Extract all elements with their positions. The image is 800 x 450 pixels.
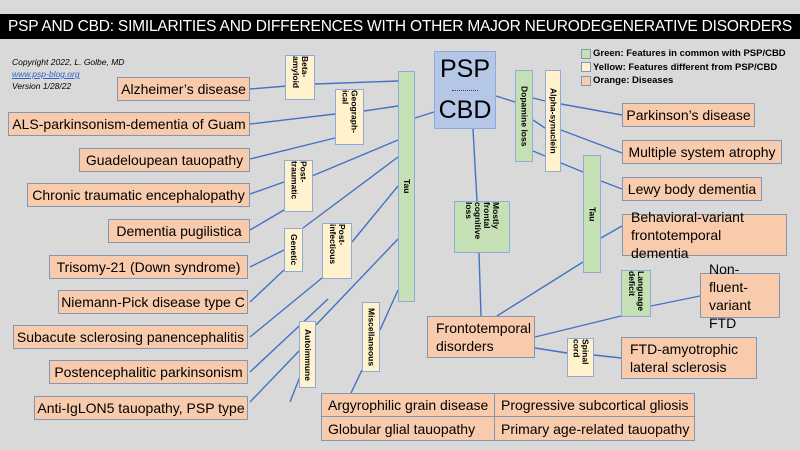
cbd-label: CBD bbox=[438, 96, 492, 124]
version-text: Version 1/28/22 bbox=[12, 81, 72, 91]
page-title: PSP AND CBD: SIMILARITIES AND DIFFERENCE… bbox=[0, 14, 800, 39]
green-swatch bbox=[581, 48, 591, 59]
orange-swatch bbox=[581, 75, 591, 86]
feature-autoimmune: Autoimmune bbox=[299, 321, 316, 388]
psp-label: PSP bbox=[439, 55, 491, 83]
legend-item-green: Green: Features in common with PSP/CBD bbox=[581, 47, 786, 61]
table-cell: Progressive subcortical gliosis bbox=[495, 394, 694, 417]
miscellaneous-tauopathies-table: Argyrophilic grain disease Progressive s… bbox=[321, 393, 695, 441]
feature-post-infectious: Post-infectious bbox=[322, 223, 352, 279]
connector bbox=[351, 185, 399, 243]
connector bbox=[650, 295, 701, 307]
disease-niemann-pick-c: Niemann-Pick disease type C bbox=[58, 290, 248, 314]
credits: Copyright 2022, L. Golbe, MD www.psp-blo… bbox=[12, 56, 124, 92]
psp-cbd-node: PSP CBD bbox=[434, 51, 496, 129]
connector bbox=[311, 139, 399, 177]
feature-tau-right: Tau bbox=[583, 155, 601, 273]
disease-als-pdc-guam: ALS-parkinsonism-dementia of Guam bbox=[8, 112, 250, 136]
legend: Green: Features in common with PSP/CBD Y… bbox=[581, 47, 786, 88]
connector bbox=[534, 347, 568, 354]
connector bbox=[249, 113, 336, 125]
table-cell: Globular glial tauopathy bbox=[322, 417, 495, 440]
disease-alzheimers: Alzheimer’s disease bbox=[117, 77, 250, 101]
feature-miscellaneous: Miscellaneous bbox=[362, 302, 380, 372]
feature-beta-amyloid: Beta-amyloid bbox=[285, 55, 315, 100]
connector bbox=[249, 137, 336, 160]
disease-postencephalitic-parkinsonism: Postencephalitic parkinsonism bbox=[49, 360, 248, 384]
disease-msa: Multiple system atrophy bbox=[622, 140, 782, 164]
feature-language-deficit: Language deficit bbox=[621, 270, 651, 317]
blog-link[interactable]: www.psp-blog.org bbox=[12, 69, 80, 79]
copyright-text: Copyright 2022, L. Golbe, MD bbox=[12, 57, 125, 67]
connector bbox=[478, 252, 482, 317]
connector bbox=[560, 162, 584, 173]
disease-dementia-pugilistica: Dementia pugilistica bbox=[108, 219, 250, 243]
disease-guadeloupean-tauopathy: Guadeloupean tauopathy bbox=[79, 148, 250, 172]
connector bbox=[249, 209, 285, 231]
disease-sspe: Subacute sclerosing panencephalitis bbox=[13, 325, 248, 349]
connector bbox=[532, 97, 546, 102]
connector bbox=[593, 354, 622, 359]
table-cell: Primary age-related tauopathy bbox=[501, 420, 690, 437]
connector bbox=[532, 150, 546, 157]
connector bbox=[600, 225, 623, 239]
feature-spinal-cord: Spinal cord bbox=[567, 338, 594, 377]
disease-nfvftd: Non-fluent-variant FTD bbox=[700, 261, 780, 331]
connector bbox=[560, 129, 623, 154]
connector bbox=[249, 269, 285, 303]
connector bbox=[532, 119, 546, 129]
connector bbox=[495, 95, 516, 103]
legend-label: Yellow: Features different from PSP/CBD bbox=[593, 61, 778, 73]
connector bbox=[314, 80, 399, 85]
separator bbox=[452, 90, 478, 91]
connector bbox=[600, 180, 623, 190]
disease-trisomy-21: Trisomy-21 (Down syndrome) bbox=[49, 255, 248, 279]
connector bbox=[249, 181, 285, 195]
feature-dopamine-loss: Dopamine loss bbox=[515, 70, 533, 162]
feature-tau-left: Tau bbox=[398, 71, 415, 302]
legend-label: Green: Features in common with PSP/CBD bbox=[593, 48, 786, 59]
frontotemporal-disorders-node: Frontotemporal disorders bbox=[427, 316, 535, 358]
feature-genetic: Genetic bbox=[284, 228, 303, 272]
legend-item-yellow: Yellow: Features different from PSP/CBD bbox=[581, 61, 786, 75]
connector bbox=[363, 105, 399, 112]
connector bbox=[414, 111, 435, 119]
feature-alpha-synuclein: Alpha-synuclein bbox=[545, 70, 561, 172]
disease-cte: Chronic traumatic encephalopathy bbox=[27, 183, 250, 207]
connector bbox=[249, 85, 288, 90]
disease-ftd-als: FTD-amyotrophic lateral sclerosis bbox=[621, 337, 757, 379]
disease-bvftd: Behavioral-variant frontotemporal dement… bbox=[622, 209, 787, 261]
connector bbox=[249, 298, 329, 373]
connector bbox=[249, 277, 323, 338]
connector bbox=[560, 103, 623, 116]
yellow-swatch bbox=[581, 62, 591, 73]
connector bbox=[249, 350, 300, 403]
disease-parkinsons: Parkinson’s disease bbox=[622, 103, 755, 127]
connector bbox=[302, 156, 399, 229]
table-cell: Argyrophilic grain disease bbox=[322, 394, 495, 417]
connector bbox=[315, 238, 399, 326]
connector bbox=[249, 249, 285, 268]
disease-lewy-body-dementia: Lewy body dementia bbox=[622, 177, 762, 201]
feature-geographical: Geograph-ical bbox=[335, 89, 364, 145]
connector bbox=[534, 315, 622, 338]
feature-mostly-frontal: Mostly frontal cognitive loss bbox=[454, 201, 510, 253]
connector bbox=[472, 128, 478, 202]
legend-item-orange: Orange: Diseases bbox=[581, 74, 786, 88]
feature-post-traumatic: Post-traumatic bbox=[284, 160, 313, 212]
connector bbox=[496, 261, 584, 317]
connector bbox=[379, 289, 399, 331]
disease-anti-iglon5: Anti-IgLON5 tauopathy, PSP type bbox=[34, 396, 248, 420]
connector bbox=[350, 369, 363, 394]
legend-label: Orange: Diseases bbox=[593, 75, 674, 86]
